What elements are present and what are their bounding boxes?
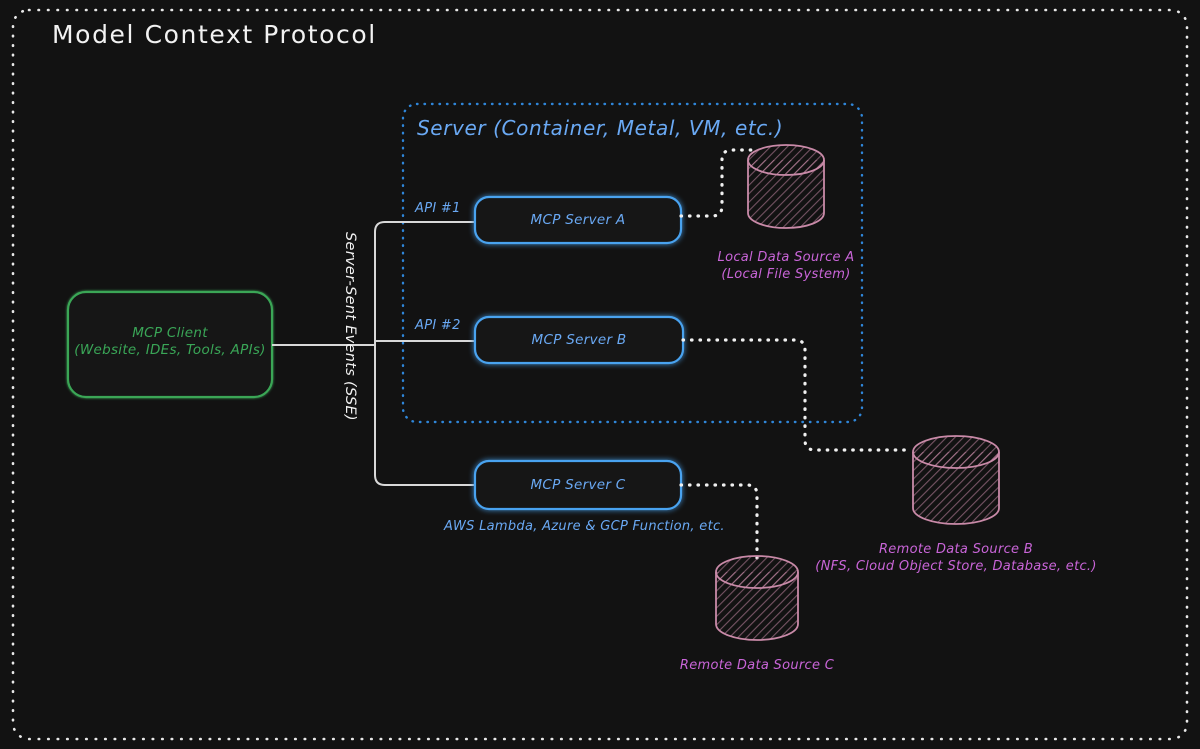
mcp-client-label-line2: (Website, IDEs, Tools, APIs) — [74, 342, 266, 358]
mcp-server-c-label: MCP Server C — [530, 477, 626, 493]
mcp-server-a-label: MCP Server A — [530, 212, 626, 228]
sse-branch-c — [374, 345, 475, 486]
link-server-b-to-source-b — [681, 338, 912, 452]
remote-data-source-b-label-line2: (NFS, Cloud Object Store, Database, etc.… — [815, 559, 1097, 574]
mcp-server-a-box[interactable] — [473, 195, 683, 245]
sse-branch-a — [374, 221, 475, 345]
mcp-server-b-label: MCP Server B — [531, 332, 627, 348]
mcp-client-label-line1: MCP Client — [132, 325, 208, 341]
sse-connector-label: Server-Sent Events (SSE) — [342, 232, 358, 421]
server-container-title: Server (Container, Metal, VM, etc.) — [417, 116, 784, 140]
server-c-note: AWS Lambda, Azure & GCP Function, etc. — [444, 519, 725, 534]
remote-data-source-c-cylinder — [715, 555, 799, 641]
remote-data-source-b-label-line1: Remote Data Source B — [878, 542, 1034, 557]
local-data-source-a-label-line1: Local Data Source A — [717, 250, 855, 265]
api-label-2: API #2 — [415, 318, 461, 333]
page-title: Model Context Protocol — [52, 20, 377, 49]
remote-data-source-b-cylinder — [912, 435, 1000, 525]
local-data-source-a-cylinder — [747, 144, 825, 229]
remote-data-source-c-label-line1: Remote Data Source C — [679, 658, 835, 673]
api-label-1: API #1 — [415, 201, 461, 216]
local-data-source-a-label-line2: (Local File System) — [721, 267, 851, 282]
diagram-frame — [11, 8, 1189, 741]
link-server-a-to-source-a — [679, 148, 754, 218]
